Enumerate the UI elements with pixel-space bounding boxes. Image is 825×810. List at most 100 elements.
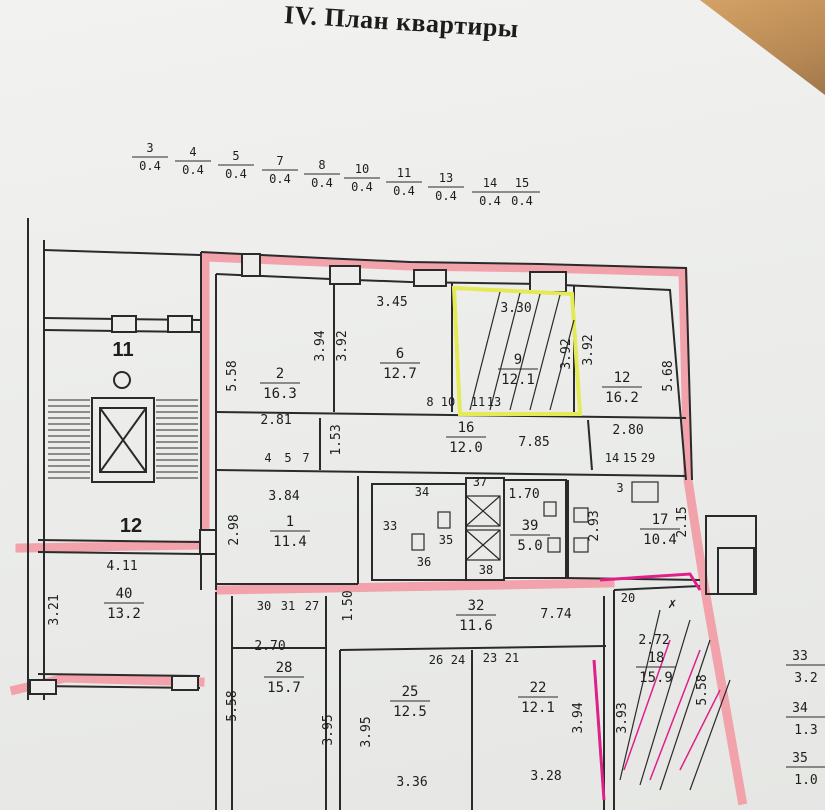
closet-number: 36	[417, 555, 431, 569]
hatching-room-9	[469, 291, 575, 411]
dimension-label: 3.95	[321, 714, 336, 745]
room-area: 11.6	[459, 618, 493, 634]
dimension-label: 7.74	[540, 607, 571, 622]
closet-number: 13	[487, 395, 501, 409]
fraction-number: 15	[515, 176, 529, 190]
fraction-value: 0.4	[182, 163, 204, 177]
hatching-room-18	[619, 609, 731, 791]
room-number: 12	[614, 370, 631, 386]
windows	[29, 253, 567, 695]
room-number: 16	[458, 420, 475, 436]
closet-number: 33	[383, 519, 397, 533]
dimension-label: 5.68	[661, 360, 676, 391]
stair-treads	[48, 399, 198, 479]
room-number: 6	[396, 346, 404, 362]
fraction-value: 0.4	[139, 159, 161, 173]
fraction-value: 1.3	[794, 723, 817, 738]
dimension-label: 3.30	[500, 301, 531, 316]
fraction-number: 34	[792, 701, 808, 716]
marker-scribble-18	[623, 639, 721, 781]
room-number: 9	[514, 352, 522, 368]
closet-number: 21	[505, 651, 519, 665]
closet-number: 8	[426, 395, 433, 409]
room-number: 2	[276, 366, 284, 382]
closet-number: 23	[483, 651, 497, 665]
dimension-label: 3.92	[335, 330, 350, 361]
room-area: 12.7	[383, 366, 417, 382]
dimension-label: 2.93	[587, 510, 602, 541]
room-area: 12.1	[501, 372, 535, 388]
fraction-number: 11	[397, 166, 411, 180]
closet-number: 5	[284, 451, 291, 465]
closet-number: 31	[281, 599, 295, 613]
room-area: 5.0	[517, 538, 542, 554]
room-area: 12.5	[393, 704, 427, 720]
fraction-number: 14	[483, 176, 497, 190]
fraction-number: 35	[792, 751, 808, 766]
dimension-label: 3.92	[559, 338, 574, 369]
dimension-label: 3.84	[268, 489, 299, 504]
fraction-number: 3	[146, 141, 153, 155]
dimension-label: 2.72	[638, 633, 669, 648]
fraction-value: 0.4	[393, 184, 415, 198]
fraction-value: 1.0	[794, 773, 817, 788]
dimension-label: 3.93	[615, 702, 630, 733]
room-number: 17	[652, 512, 669, 528]
room-number: 18	[648, 650, 665, 666]
fraction-value: 0.4	[435, 189, 457, 203]
room-area: 16.2	[605, 390, 639, 406]
closet-number: 10	[441, 395, 455, 409]
closet-number: 15	[623, 451, 637, 465]
room-number: 25	[402, 684, 419, 700]
room-number: 1	[286, 514, 294, 530]
fixtures	[411, 481, 659, 561]
closet-number: 30	[257, 599, 271, 613]
dimension-label: 3.21	[47, 594, 62, 625]
closet-number: 4	[264, 451, 271, 465]
room-area: 13.2	[107, 606, 141, 622]
dimension-label: 1.53	[329, 424, 344, 455]
cross-mark-icon: ✗	[668, 596, 676, 612]
room-area: 16.3	[263, 386, 297, 402]
closet-number: 14	[605, 451, 619, 465]
room-number: 22	[530, 680, 547, 696]
fraction-number: 33	[792, 649, 808, 664]
dimension-label: 2.70	[254, 639, 285, 654]
room-number: 40	[116, 586, 133, 602]
dimension-label: 2.98	[227, 514, 242, 545]
selected-room-9[interactable]	[451, 285, 583, 416]
closet-number: 38	[479, 563, 493, 577]
fraction-number: 13	[439, 171, 453, 185]
dimension-label: 3.28	[530, 769, 561, 784]
closet-number: 27	[305, 599, 319, 613]
closet-number: 11	[471, 395, 485, 409]
room-area: 11.4	[273, 534, 307, 550]
dimension-label: 5.58	[225, 690, 240, 721]
dimension-label: 3.95	[359, 716, 374, 747]
dimension-label: 3.94	[313, 330, 328, 361]
dimension-label: 3.94	[571, 702, 586, 733]
fraction-number: 7	[276, 154, 283, 168]
dimension-label: 5.58	[695, 674, 710, 705]
dimension-label: 4.11	[106, 559, 137, 574]
closet-number: 29	[641, 451, 655, 465]
fraction-value: 0.4	[269, 172, 291, 186]
dimension-label: 1.70	[508, 487, 539, 502]
closet-number: 24	[451, 653, 465, 667]
dimension-label: 1.50	[341, 590, 356, 621]
closet-number: 35	[439, 533, 453, 547]
room-area: 10.4	[643, 532, 677, 548]
dimension-label: 2.15	[675, 506, 690, 537]
room-number: 32	[468, 598, 485, 614]
closet-number: 7	[302, 451, 309, 465]
dimension-label: 2.81	[260, 413, 291, 428]
dimension-label: 7.85	[518, 435, 549, 450]
room-area: 12.1	[521, 700, 555, 716]
closet-number: 34	[415, 485, 429, 499]
fraction-number: 5	[232, 149, 239, 163]
dimension-label: 3.92	[581, 334, 596, 365]
closet-number: 20	[621, 591, 635, 605]
closet-number: 3	[616, 481, 623, 495]
room-number: 28	[276, 660, 293, 676]
